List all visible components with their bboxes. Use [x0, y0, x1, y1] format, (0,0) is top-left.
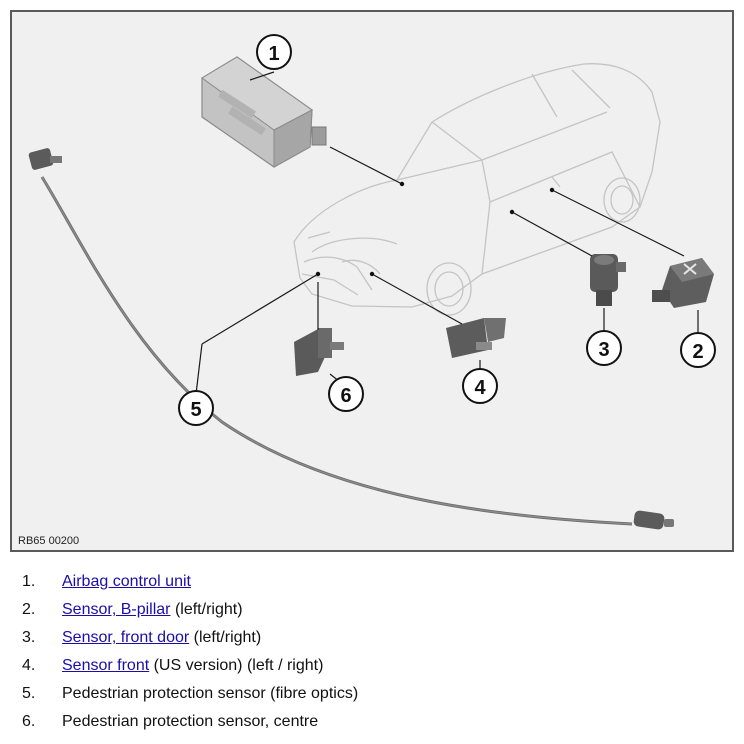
legend-suffix: (left/right)	[189, 629, 262, 646]
legend-number: 6.	[22, 713, 36, 730]
callout-6: 6	[328, 376, 364, 412]
legend-number: 3.	[22, 629, 36, 646]
front-sensor-link[interactable]: Sensor front	[62, 657, 150, 674]
b-pillar-sensor-illustration	[652, 258, 714, 308]
callout-1: 1	[256, 34, 292, 70]
legend-item-front-door-sensor: 3. Sensor, front door (left/right)	[0, 624, 744, 652]
legend-suffix: (left/right)	[170, 601, 243, 618]
figure-id-label: RB65 00200	[18, 535, 80, 547]
front-door-sensor-illustration	[590, 254, 626, 306]
legend-text: Pedestrian protection sensor (fibre opti…	[62, 685, 359, 702]
callout-5-label: 5	[190, 399, 201, 421]
car-outline	[293, 63, 661, 316]
legend-number: 4.	[22, 657, 36, 674]
front-door-sensor-link[interactable]: Sensor, front door	[62, 629, 190, 646]
legend-item-airbag-control-unit: 1. Airbag control unit	[0, 568, 744, 596]
callout-1-label: 1	[268, 43, 279, 65]
legend-text: Pedestrian protection sensor, centre	[62, 713, 319, 730]
fibre-optic-cable	[28, 148, 674, 530]
airbag-control-unit-link[interactable]: Airbag control unit	[62, 573, 191, 590]
legend-suffix: (US version) (left / right)	[149, 657, 324, 674]
legend-number: 1.	[22, 573, 36, 590]
legend-number: 5.	[22, 685, 36, 702]
centre-pedestrian-sensor-illustration	[294, 328, 344, 376]
front-sensor-illustration	[446, 318, 506, 358]
legend-item-front-sensor: 4. Sensor front (US version) (left / rig…	[0, 652, 744, 680]
legend-item-b-pillar-sensor: 2. Sensor, B-pillar (left/right)	[0, 596, 744, 624]
callout-3: 3	[586, 330, 622, 366]
callout-4-label: 4	[474, 377, 486, 399]
callout-2: 2	[680, 332, 716, 368]
callout-2-label: 2	[692, 341, 703, 363]
callout-6-label: 6	[340, 385, 351, 407]
diagram-svg: 1 2 3 4 5 6	[28, 34, 716, 530]
leader-dots	[315, 181, 555, 277]
callout-5: 5	[178, 390, 214, 426]
airbag-control-unit-illustration	[201, 56, 327, 168]
legend-item-centre-pedestrian-sensor: 6. Pedestrian protection sensor, centre	[0, 708, 744, 736]
leader-lines	[195, 71, 699, 395]
legend-number: 2.	[22, 601, 36, 618]
legend-list: 1. Airbag control unit 2. Sensor, B-pill…	[0, 568, 744, 736]
callout-4: 4	[462, 368, 498, 404]
callout-3-label: 3	[598, 339, 609, 361]
b-pillar-sensor-link[interactable]: Sensor, B-pillar	[62, 601, 171, 618]
legend-item-pedestrian-protection-sensor: 5. Pedestrian protection sensor (fibre o…	[0, 680, 744, 708]
diagram-figure: 1 2 3 4 5 6 RB65 00200	[10, 10, 734, 552]
